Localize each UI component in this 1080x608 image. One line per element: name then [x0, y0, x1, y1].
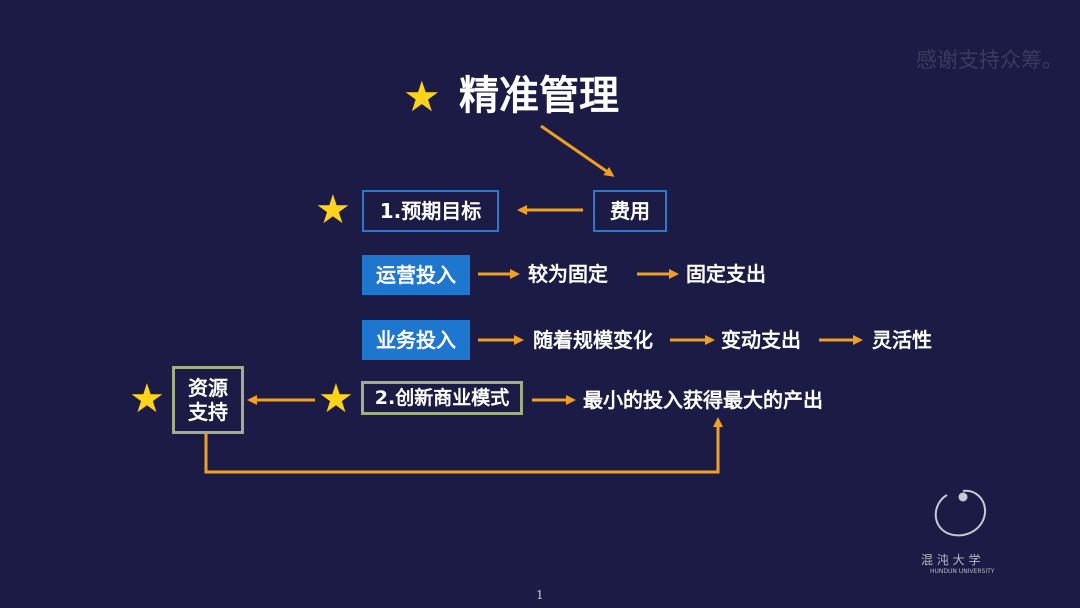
arrow-resource-loop — [204, 417, 723, 474]
resource-label-line1: 资源 — [188, 376, 228, 400]
flexibility-text: 灵活性 — [872, 328, 932, 352]
innovation-label: 2.创新商业模式 — [374, 386, 510, 409]
innovation-box: 2.创新商业模式 — [361, 381, 523, 415]
goal-box: 1.预期目标 — [362, 190, 499, 232]
variable-expense-text: 变动支出 — [721, 328, 801, 352]
logo-name: 混 沌 大 学 — [921, 553, 981, 567]
resource-label-line2: 支持 — [188, 400, 228, 424]
goal-star-icon: ★ — [315, 187, 351, 233]
max-output-text: 最小的投入获得最大的产出 — [583, 388, 823, 412]
innovation-star-icon: ★ — [318, 376, 354, 422]
operating-input-label: 运营投入 — [376, 263, 456, 287]
title-star-icon: ★ — [403, 72, 441, 121]
page-title: 精准管理 — [459, 73, 619, 119]
expense-label: 费用 — [610, 199, 650, 223]
logo-subtitle: HUNDUN UNIVERSITY — [930, 568, 995, 575]
resource-support-box: 资源 支持 — [172, 366, 244, 434]
relatively-fixed-text: 较为固定 — [528, 262, 608, 286]
page-number: 1 — [536, 588, 544, 602]
business-input-label: 业务投入 — [376, 328, 456, 352]
business-input-box: 业务投入 — [362, 320, 470, 360]
arrow-title-to-expense — [540, 124, 615, 177]
operating-input-box: 运营投入 — [362, 255, 470, 295]
scale-change-text: 随着规模变化 — [533, 328, 653, 352]
watermark-text: 感谢支持众筹。 — [916, 48, 1063, 72]
resource-star-icon: ★ — [129, 376, 165, 422]
expense-box: 费用 — [593, 190, 667, 232]
fixed-expense-text: 固定支出 — [686, 262, 766, 286]
hundun-logo-icon — [934, 489, 987, 537]
goal-label: 1.预期目标 — [379, 199, 482, 223]
